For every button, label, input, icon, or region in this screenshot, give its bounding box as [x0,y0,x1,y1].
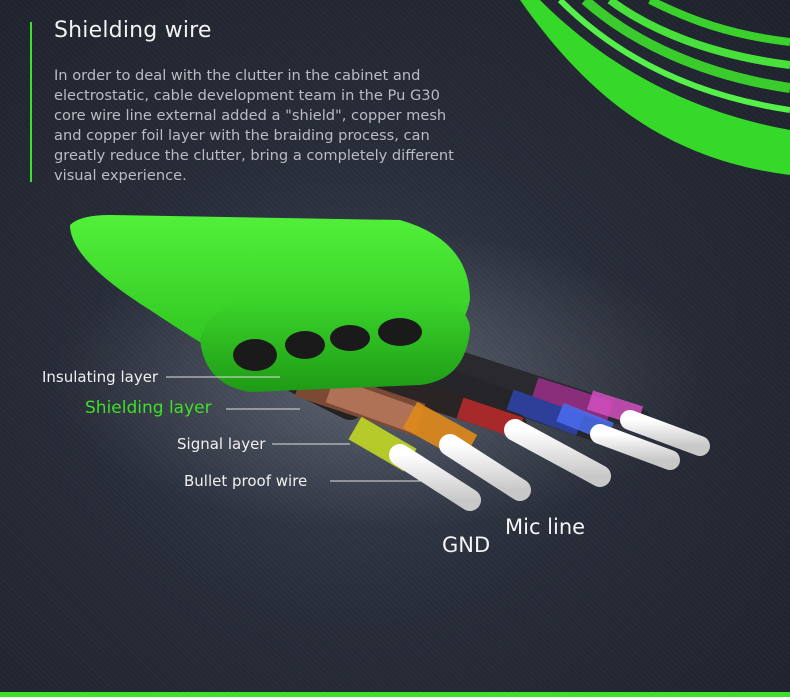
gnd-label: GND [442,533,491,557]
section-title: Shielding wire [54,18,212,43]
shielding-layer-label: Shielding layer [85,398,212,418]
insulating-layer-label: Insulating layer [42,368,159,386]
mic-line-label: Mic line [505,515,586,539]
flat-cable-jacket [70,215,470,392]
bullet-proof-wire-label: Bullet proof wire [184,472,308,490]
signal-layer-label: Signal layer [177,435,266,453]
section-description: In order to deal with the clutter in the… [54,67,454,184]
top-right-cables [520,0,790,175]
title-accent-bar [30,22,32,182]
bottom-accent-line [0,692,790,697]
